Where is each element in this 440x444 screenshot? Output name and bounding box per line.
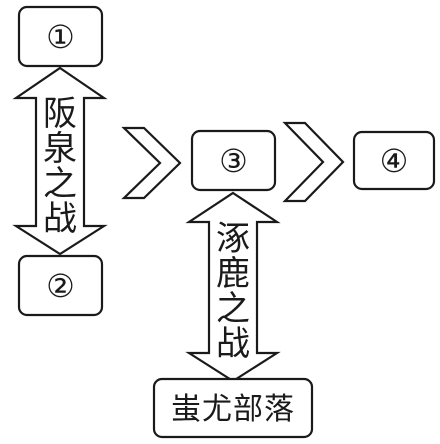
zhuolu-char-2: 鹿 bbox=[216, 254, 250, 294]
chiyou-tribe-node: 蚩尤部落 bbox=[152, 377, 314, 439]
banquan-char-2: 泉 bbox=[43, 129, 77, 169]
chevron-right-icon-1 bbox=[121, 126, 182, 200]
zhuolu-char-1: 涿 bbox=[216, 219, 250, 259]
banquan-battle-arrow: 阪 泉 之 战 bbox=[12, 66, 108, 256]
zhuolu-char-3: 之 bbox=[216, 289, 250, 329]
node-2: ② bbox=[17, 254, 104, 317]
node-3: ③ bbox=[190, 129, 277, 192]
banquan-char-3: 之 bbox=[43, 164, 77, 204]
chiyou-tribe-label: 蚩尤部落 bbox=[171, 392, 295, 427]
banquan-char-4: 战 bbox=[43, 199, 77, 239]
node-2-label: ② bbox=[46, 267, 75, 305]
zhuolu-battle-arrow: 涿 鹿 之 战 bbox=[185, 191, 281, 383]
node-1: ① bbox=[17, 5, 104, 68]
zhuolu-char-4: 战 bbox=[216, 324, 250, 364]
node-1-label: ① bbox=[46, 18, 75, 56]
node-3-label: ③ bbox=[219, 142, 248, 180]
node-4: ④ bbox=[352, 130, 436, 191]
chevron-right-icon-2 bbox=[282, 121, 345, 203]
node-4-label: ④ bbox=[380, 142, 409, 180]
banquan-char-1: 阪 bbox=[43, 94, 77, 134]
